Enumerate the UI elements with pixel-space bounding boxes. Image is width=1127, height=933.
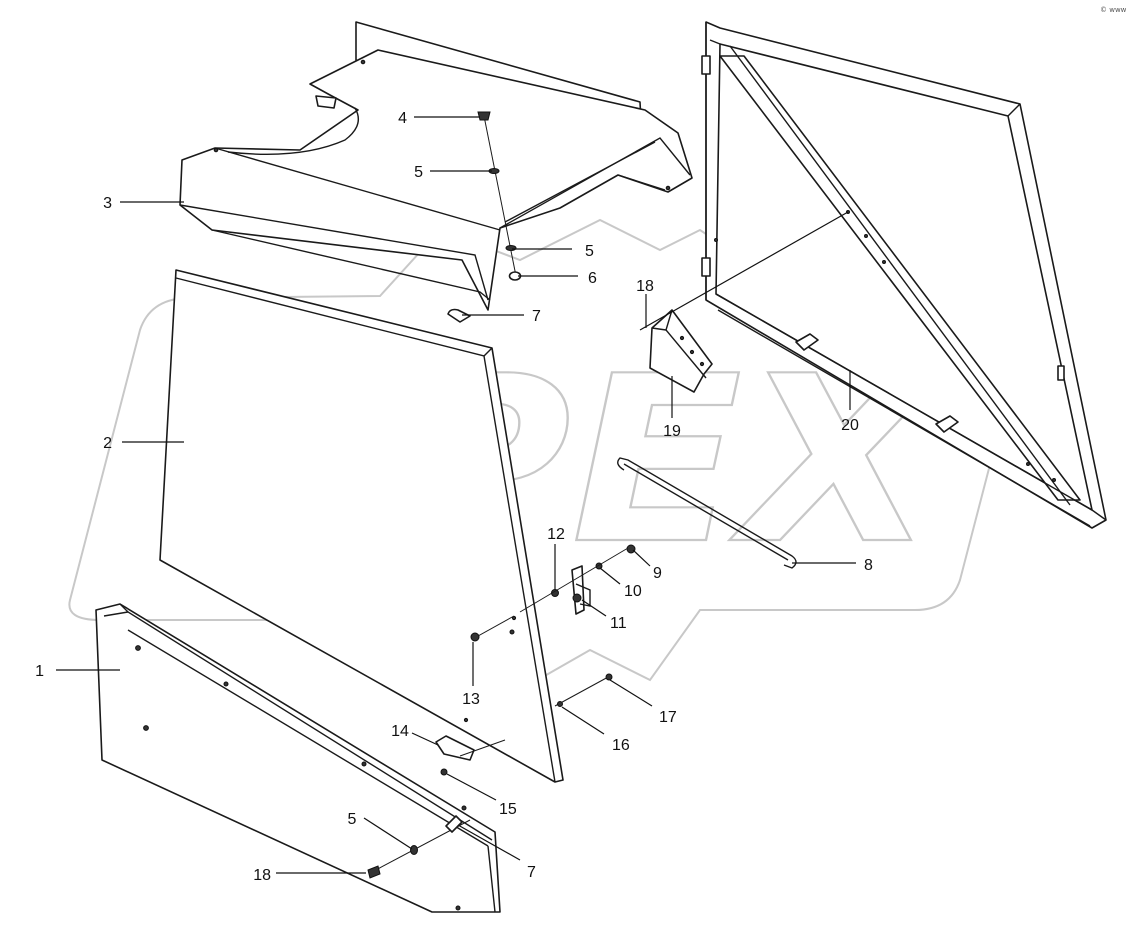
callout-18b: 18: [253, 867, 271, 884]
callout-9: 9: [653, 565, 662, 582]
callout-5c: 5: [348, 811, 357, 828]
callouts: 1 2 3 4 5 5 6 7 18 19 20 8 12 9 10 11: [35, 110, 873, 884]
corner-mark: © www: [1100, 6, 1127, 14]
part-top-cover: [179, 21, 693, 311]
callout-2: 2: [103, 435, 112, 452]
hinge-14-15: [435, 735, 506, 776]
hardware-13: [470, 615, 515, 642]
callout-5b: 5: [585, 243, 594, 260]
callout-13: 13: [462, 691, 480, 708]
callout-16: 16: [612, 737, 630, 754]
callout-19: 19: [663, 423, 681, 440]
part-side-panel: [159, 269, 564, 783]
callout-7b: 7: [527, 864, 536, 881]
part-frame: [701, 21, 1107, 529]
callout-7a: 7: [532, 308, 541, 325]
part-rod: [617, 457, 797, 569]
callout-4: 4: [398, 110, 407, 127]
callout-8: 8: [864, 557, 873, 574]
callout-5a: 5: [414, 164, 423, 181]
hardware-16-17: [554, 673, 613, 707]
callout-20: 20: [841, 417, 859, 434]
callout-18a: 18: [636, 278, 654, 295]
callout-3: 3: [103, 195, 112, 212]
callout-11: 11: [610, 615, 627, 632]
callout-6: 6: [588, 270, 597, 287]
callout-10: 10: [624, 583, 642, 600]
callout-17: 17: [659, 709, 677, 726]
callout-14: 14: [391, 723, 409, 740]
part-bottom-panel: [95, 603, 501, 913]
hardware-stack-bottom: [367, 815, 471, 879]
callout-15: 15: [499, 801, 517, 818]
callout-1: 1: [35, 663, 44, 680]
latch-assembly: [519, 544, 636, 615]
part-bracket: [649, 309, 713, 393]
callout-12: 12: [547, 526, 565, 543]
